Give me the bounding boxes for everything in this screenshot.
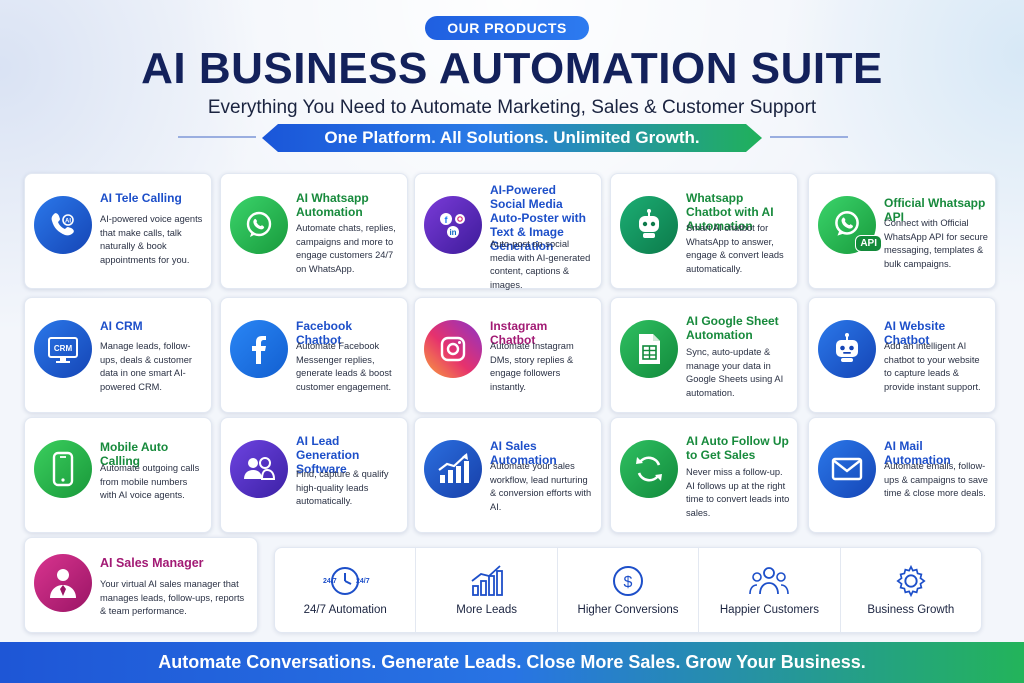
benefits-strip: 24/7 24/7 24/7 Automation More Leads $ Hi… [274, 547, 982, 633]
refresh-icon [620, 440, 678, 498]
benefit-label: Higher Conversions [577, 604, 679, 616]
product-title: Official Whatsapp API [884, 196, 986, 224]
product-card-mobile-auto-calling[interactable]: Mobile Auto Calling Automate outgoing ca… [24, 417, 212, 533]
tagline-banner: One Platform. All Solutions. Unlimited G… [262, 124, 762, 152]
product-title: AI Mail Automation [884, 439, 951, 467]
product-description: Add an intelligent AI chatbot to your we… [884, 341, 981, 392]
product-card-whatsapp-chatbot[interactable]: Whatsapp Chatbot with AI Automation Smar… [610, 173, 798, 289]
product-description: Automate Instagram DMs, story replies & … [490, 341, 574, 392]
crm-label: CRM [54, 344, 73, 353]
product-description: Connect with Official WhatsApp API for s… [884, 218, 988, 269]
whatsapp-icon [230, 196, 288, 254]
product-description: Automate outgoing calls from mobile numb… [100, 463, 200, 500]
robot-icon [620, 196, 678, 254]
product-title: Whatsapp Chatbot with AI Automation [686, 191, 774, 233]
product-title: AI Auto Follow Up to Get Sales [686, 434, 789, 462]
dollar-icon: $ [613, 566, 644, 596]
product-description: AI-powered voice agents that make calls,… [100, 214, 203, 265]
benefit-happier-customers: Happier Customers [699, 548, 841, 632]
team-icon [749, 567, 790, 595]
bar-chart-icon [471, 565, 503, 596]
product-title: Instagram Chatbot [490, 319, 548, 347]
crm-monitor-icon: CRM [34, 320, 92, 378]
spreadsheet-icon [620, 320, 678, 378]
product-card-official-whatsapp-api[interactable]: API Official Whatsapp API Connect with O… [808, 173, 996, 289]
product-description: Find, capture & qualify high-quality lea… [296, 469, 389, 506]
benefit-more-leads: More Leads [416, 548, 558, 632]
product-card-ai-lead-generation[interactable]: AI Lead Generation Software Find, captur… [220, 417, 408, 533]
footer-banner: Automate Conversations. Generate Leads. … [0, 642, 1024, 683]
product-title: Facebook Chatbot [296, 319, 353, 347]
benefit-higher-conversions: $ Higher Conversions [558, 548, 700, 632]
product-description: Automate chats, replies, campaigns and m… [296, 223, 396, 274]
product-card-facebook-chatbot[interactable]: Facebook Chatbot Automate Facebook Messe… [220, 297, 408, 413]
whatsapp-api-icon: API [818, 196, 882, 254]
product-card-ai-mail-automation[interactable]: AI Mail Automation Automate emails, foll… [808, 417, 996, 533]
product-card-ai-crm[interactable]: CRM AI CRM Manage leads, follow-ups, dea… [24, 297, 212, 413]
product-title: AI Website Chatbot [884, 319, 946, 347]
product-card-ai-auto-follow-up[interactable]: AI Auto Follow Up to Get Sales Never mis… [610, 417, 798, 533]
product-description: Sync, auto-update & manage your data in … [686, 347, 784, 398]
clock-label-left: 24/7 [323, 578, 337, 585]
benefit-label: Happier Customers [719, 604, 819, 616]
svg-text:AI: AI [65, 219, 71, 225]
users-icon [230, 440, 288, 498]
product-description: Automate your sales workflow, lead nurtu… [490, 461, 592, 512]
product-description: Automate Facebook Messenger replies, gen… [296, 341, 392, 392]
product-description: Never miss a follow-up. AI follows up at… [686, 467, 790, 518]
product-title: AI Lead Generation Software [296, 434, 360, 476]
svg-text:f: f [445, 215, 449, 225]
product-title: Mobile Auto Calling [100, 440, 169, 468]
facebook-icon [230, 320, 288, 378]
banner-divider-left [178, 136, 256, 138]
api-badge: API [855, 235, 882, 252]
clock-247-icon: 24/7 24/7 [323, 567, 370, 595]
benefit-label: More Leads [456, 604, 517, 616]
banner-divider-right [770, 136, 848, 138]
benefit-label: 24/7 Automation [303, 604, 387, 616]
product-description: Manage leads, follow-ups, deals & custom… [100, 341, 192, 392]
benefit-label: Business Growth [867, 604, 955, 616]
product-title: AI Sales Automation [490, 439, 557, 467]
instagram-icon [424, 320, 482, 378]
phone-ai-icon: AI [34, 196, 92, 254]
product-card-ai-tele-calling[interactable]: AI AI Tele Calling AI-powered voice agen… [24, 173, 212, 289]
product-description: Your virtual AI sales manager that manag… [100, 579, 245, 616]
mobile-phone-icon [34, 440, 92, 498]
product-title: AI Google Sheet Automation [686, 314, 779, 342]
benefit-247-automation: 24/7 24/7 24/7 Automation [275, 548, 417, 632]
product-title: AI Whatsapp Automation [296, 191, 369, 219]
clock-label-right: 24/7 [356, 578, 370, 585]
growth-chart-icon [424, 440, 482, 498]
product-card-ai-whatsapp-automation[interactable]: AI Whatsapp Automation Automate chats, r… [220, 173, 408, 289]
product-card-ai-website-chatbot[interactable]: AI Website Chatbot Add an intelligent AI… [808, 297, 996, 413]
product-card-ai-google-sheet-automation[interactable]: AI Google Sheet Automation Sync, auto-up… [610, 297, 798, 413]
product-title: AI-Powered Social Media Auto-Poster with… [490, 183, 586, 253]
manager-icon [34, 554, 92, 612]
product-description: Smart AI chatbot for WhatsApp to answer,… [686, 223, 784, 274]
svg-text:in: in [449, 228, 456, 237]
product-card-ai-sales-automation[interactable]: AI Sales Automation Automate your sales … [414, 417, 602, 533]
chatbot-icon [818, 320, 876, 378]
product-card-instagram-chatbot[interactable]: Instagram Chatbot Automate Instagram DMs… [414, 297, 602, 413]
gear-icon [896, 564, 926, 598]
page-title: AI BUSINESS AUTOMATION SUITE [141, 44, 883, 93]
product-description: Auto-post on social media with AI-genera… [490, 239, 591, 290]
benefit-business-growth: Business Growth [841, 548, 981, 632]
mail-icon [818, 440, 876, 498]
page-subtitle: Everything You Need to Automate Marketin… [207, 97, 817, 118]
svg-text:$: $ [624, 574, 633, 591]
section-tag: OUR PRODUCTS [425, 16, 589, 40]
product-title: AI CRM [100, 319, 143, 333]
product-card-ai-sales-manager[interactable]: AI Sales Manager Your virtual AI sales m… [24, 537, 258, 633]
product-title: AI Tele Calling [100, 191, 182, 205]
product-description: Automate emails, follow-ups & campaigns … [884, 461, 988, 498]
product-title: AI Sales Manager [100, 556, 204, 570]
